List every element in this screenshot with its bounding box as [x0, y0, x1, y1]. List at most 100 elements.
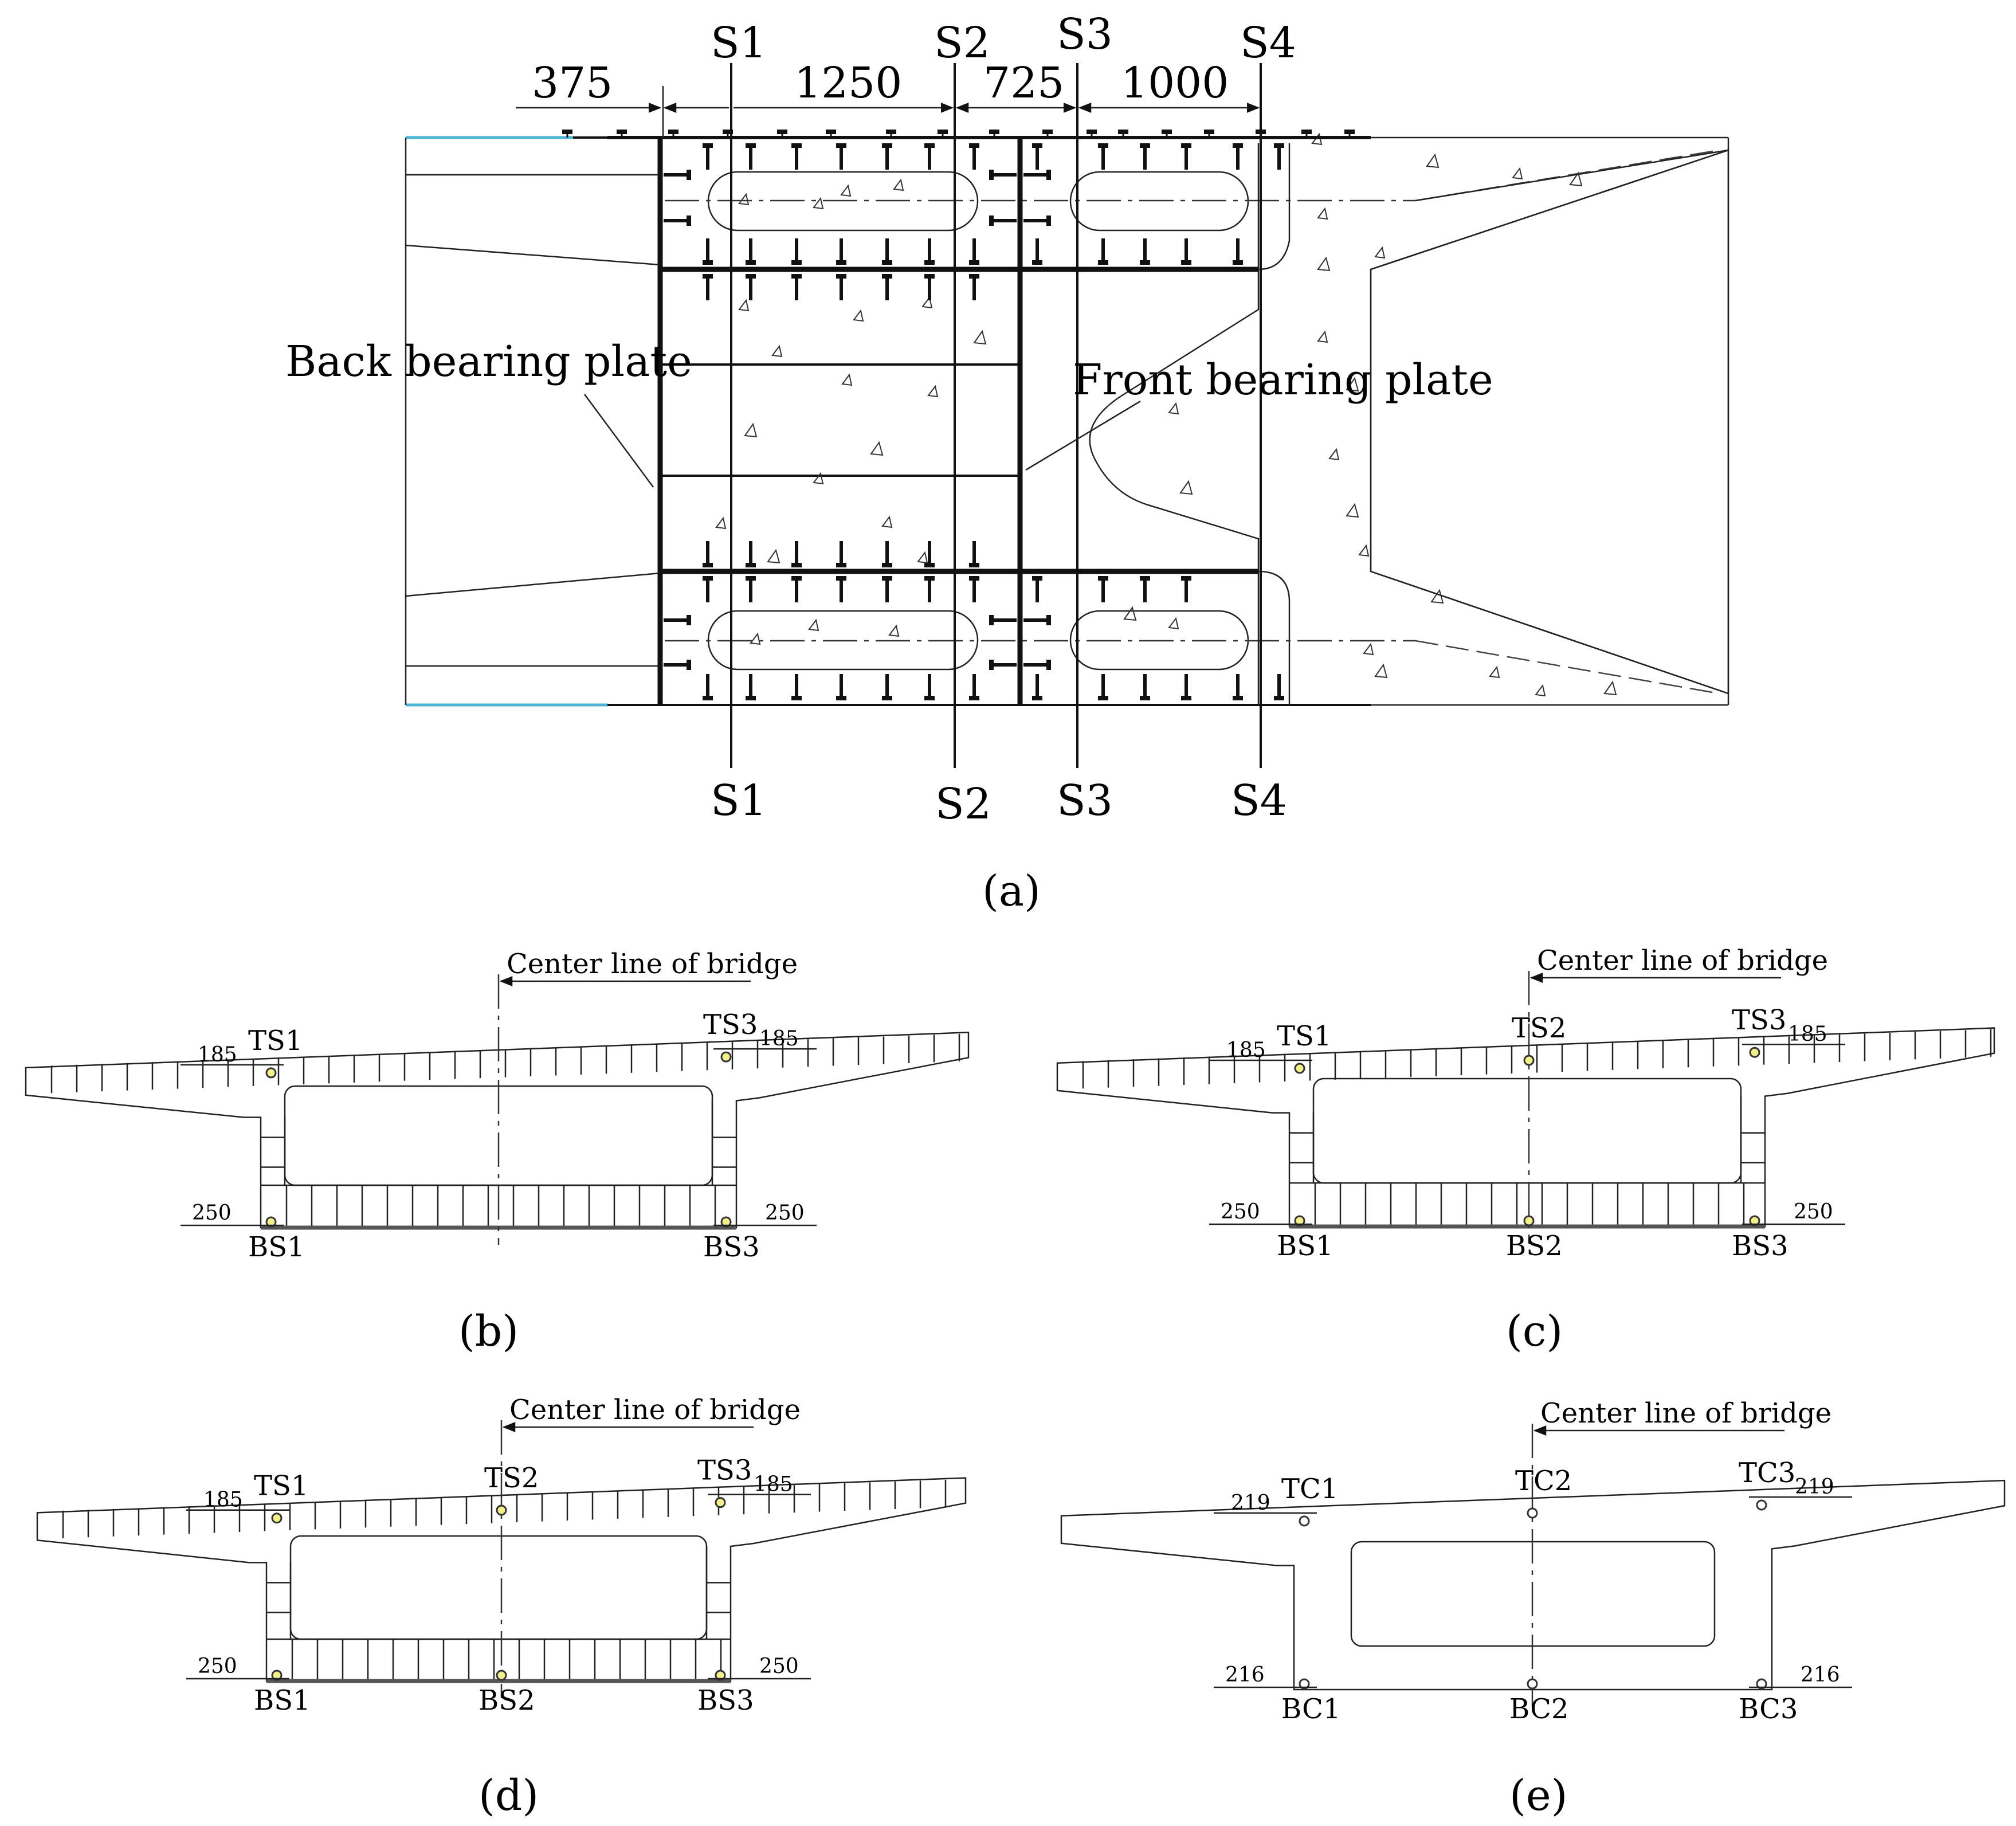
stud-head	[882, 563, 892, 567]
panel-b-cross-section: Center line of bridgeTS1BS1TS3BS31851852…	[25, 948, 970, 1356]
panel-c-cross-section: Center line of bridgeTS1BS1TS2BS2TS3BS31…	[1056, 945, 1995, 1356]
gauge-label-top: TC3	[1739, 1457, 1795, 1489]
stud-shank	[840, 674, 843, 696]
stud-shank	[1277, 148, 1281, 170]
section-label-s3-top: S3	[1057, 10, 1113, 59]
strain-gauge-top	[1527, 1507, 1538, 1519]
stud-shank	[1185, 674, 1188, 696]
gauge-label-bottom: BS3	[697, 1684, 754, 1717]
stud-shank	[706, 674, 709, 696]
stud-shank	[1101, 148, 1105, 170]
stud-shank	[1023, 219, 1046, 222]
stud-head	[969, 260, 979, 265]
stud-head	[969, 563, 979, 567]
stud-shank	[664, 173, 687, 177]
section-label-s2-bottom: S2	[935, 779, 991, 829]
stud-shank	[1236, 148, 1240, 170]
stud-shank	[840, 238, 843, 260]
stud-head	[886, 130, 896, 134]
stud-head	[1046, 660, 1051, 670]
stud-head	[826, 130, 836, 134]
stud-head	[1301, 130, 1312, 134]
stud-head	[617, 130, 627, 134]
stud-head	[938, 130, 948, 134]
centerline-label: Center line of bridge	[1540, 1397, 1831, 1429]
stud-shank	[972, 581, 976, 602]
stud-head	[1233, 143, 1243, 148]
strain-gauge-top	[1523, 1055, 1535, 1066]
stud-head	[746, 274, 756, 279]
stud-shank	[994, 219, 1017, 222]
stud-head	[882, 143, 892, 148]
stud-shank	[928, 581, 931, 602]
stud-head	[924, 143, 935, 148]
stud-head	[703, 274, 713, 279]
stud-shank	[885, 581, 889, 602]
stud-shank	[795, 148, 798, 170]
stud-head	[1274, 143, 1284, 148]
strain-gauge-top	[1299, 1515, 1310, 1527]
front-bearing-plate-label: Front bearing plate	[1073, 355, 1493, 405]
gauge-label-top: TS2	[484, 1462, 539, 1494]
stud-shank	[972, 238, 976, 260]
stud-shank	[1236, 674, 1240, 696]
section-label-s2-top: S2	[934, 18, 990, 68]
stud-head	[687, 215, 691, 226]
strain-gauge-bottom	[1299, 1678, 1310, 1690]
stud-shank	[1023, 173, 1046, 177]
stud-head	[1181, 143, 1191, 148]
stud-shank	[1277, 674, 1281, 696]
stud-head	[924, 260, 935, 265]
dimension-value: 250	[759, 1655, 799, 1678]
stud-shank	[928, 279, 931, 300]
gauge-label-top: TS2	[1512, 1012, 1566, 1044]
stud-shank	[885, 238, 889, 260]
stud-head	[836, 696, 846, 700]
stud-shank	[994, 663, 1017, 667]
stud-head	[924, 696, 935, 700]
stud-shank	[749, 238, 752, 260]
stud-head	[1098, 576, 1108, 581]
gauge-label-top: TC2	[1515, 1465, 1572, 1497]
stud-shank	[1143, 238, 1147, 260]
stud-head	[723, 130, 733, 134]
caption: (b)	[458, 1307, 519, 1356]
stud-head	[836, 143, 846, 148]
stud-shank	[1036, 581, 1039, 602]
dimension-value: 250	[192, 1201, 232, 1225]
gauge-label-bottom: BS2	[1506, 1230, 1563, 1262]
strain-gauge-top	[1294, 1063, 1305, 1074]
stud-shank	[795, 541, 798, 563]
dimension-value: 250	[1794, 1200, 1833, 1224]
stud-shank	[840, 541, 843, 563]
stud-head	[1140, 696, 1150, 700]
stud-head	[703, 143, 713, 148]
stud-head	[1046, 615, 1051, 625]
back-bearing-plate-label: Back bearing plate	[285, 337, 692, 386]
strain-gauge-bottom	[1756, 1678, 1767, 1690]
stud-head	[1181, 696, 1191, 700]
dimension-value: 185	[754, 1473, 793, 1496]
stud-head	[703, 260, 713, 265]
gauge-label-bottom: BS1	[248, 1231, 305, 1263]
stud-shank	[749, 541, 752, 563]
stud-head	[746, 260, 756, 265]
strain-gauge-bottom	[1294, 1215, 1305, 1227]
dimension-value: 250	[765, 1201, 805, 1225]
gauge-label-top: TS3	[703, 1009, 758, 1041]
stud-head	[1046, 170, 1051, 180]
stud-shank	[885, 279, 889, 300]
stud-head	[1274, 696, 1284, 700]
stud-shank	[795, 674, 798, 696]
strain-gauge-bottom	[715, 1670, 726, 1681]
stud-shank	[1101, 581, 1105, 602]
strain-gauge-top	[720, 1051, 732, 1063]
stud-head	[562, 130, 572, 134]
gauge-label-top: TS3	[697, 1455, 752, 1487]
section-label-s1-bottom: S1	[711, 776, 767, 825]
stud-head	[791, 274, 802, 279]
stud-head	[703, 576, 713, 581]
stud-head	[924, 576, 935, 581]
stud-head	[687, 660, 691, 670]
caption: (d)	[478, 1771, 539, 1820]
